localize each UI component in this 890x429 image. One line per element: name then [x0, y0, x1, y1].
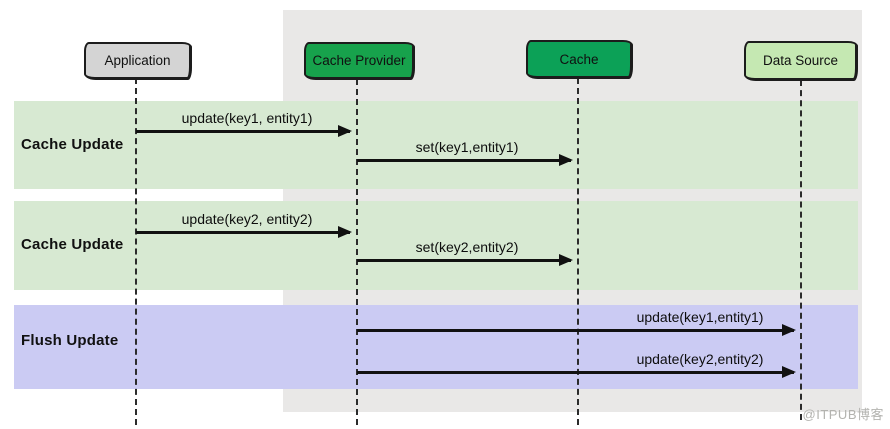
band-cache-update-2 — [14, 201, 858, 290]
band-label-flush-update: Flush Update — [21, 332, 119, 349]
message-arrow-update-key1 — [136, 125, 352, 136]
actor-data-source: Data Source — [744, 41, 857, 80]
message-label-set-key2: set(key2,entity2) — [415, 239, 519, 255]
band-label-cache-update-2: Cache Update — [21, 236, 124, 253]
actor-cache-label: Cache — [559, 51, 599, 67]
band-label-cache-update-1: Cache Update — [21, 136, 124, 153]
message-label-set-key1: set(key1,entity1) — [415, 139, 519, 155]
message-label-update-key2: update(key2, entity2) — [181, 211, 313, 227]
message-label-update-key1: update(key1, entity1) — [181, 110, 313, 126]
actor-application: Application — [84, 42, 191, 79]
lifeline-cache-provider — [356, 79, 358, 425]
band-cache-update-1 — [14, 101, 858, 189]
message-label-flush-key1: update(key1,entity1) — [636, 309, 764, 325]
actor-application-label: Application — [104, 53, 171, 68]
lifeline-cache — [577, 78, 579, 425]
message-arrow-set-key1 — [357, 154, 573, 165]
message-arrow-set-key2 — [357, 254, 573, 265]
lifeline-data-source — [800, 80, 802, 420]
actor-cache-provider-label: Cache Provider — [312, 53, 406, 68]
lifeline-application — [135, 78, 137, 425]
actor-data-source-label: Data Source — [762, 53, 839, 68]
message-arrow-update-key2 — [136, 226, 352, 237]
watermark: @ITPUB博客 — [802, 407, 884, 422]
band-flush-update — [14, 305, 858, 389]
actor-cache: Cache — [526, 40, 632, 78]
actor-cache-provider: Cache Provider — [304, 42, 414, 79]
message-label-flush-key2: update(key2,entity2) — [636, 351, 764, 367]
message-arrow-flush-key2 — [357, 366, 796, 377]
message-arrow-flush-key1 — [357, 324, 796, 335]
